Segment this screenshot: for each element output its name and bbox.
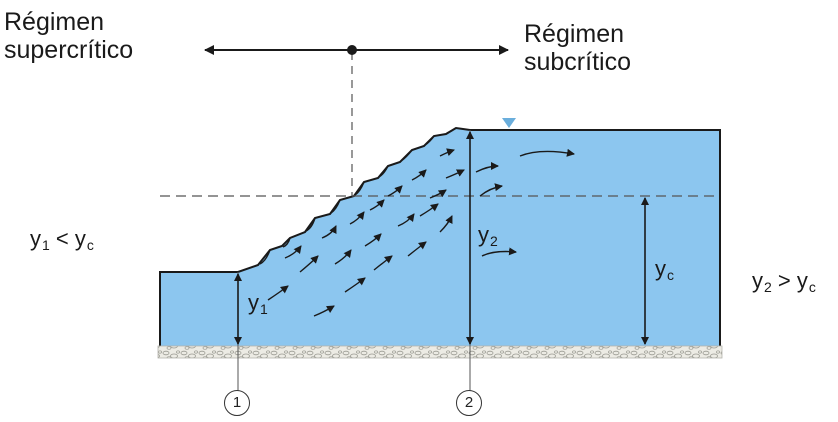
transition-point xyxy=(347,45,357,55)
subcritical-line1: Régimen xyxy=(524,20,625,48)
flow-arrow-icon xyxy=(439,148,455,157)
flow-arrow-icon xyxy=(321,225,337,239)
channel-bed xyxy=(157,345,723,359)
flow-arrow-icon xyxy=(481,247,517,257)
flow-arrow-icon xyxy=(439,215,453,233)
flow-arrows xyxy=(267,148,575,317)
flow-arrow-icon xyxy=(479,183,503,197)
section-2-marker: 2 xyxy=(456,390,482,416)
cond-left-yc-sub: c xyxy=(86,237,94,253)
cond-right-yc-sub: c xyxy=(808,279,816,295)
cond-right-y-sub: 2 xyxy=(764,279,772,295)
cond-right-yc: y xyxy=(796,268,808,293)
flow-arrow-icon xyxy=(429,189,447,199)
right-condition: y2 > yc xyxy=(752,268,816,295)
flow-arrow-icon xyxy=(334,249,352,265)
supercritical-line1: Régimen xyxy=(4,8,105,36)
cond-left-y: y xyxy=(30,226,41,251)
roller-crests xyxy=(259,127,457,265)
flow-arrow-icon xyxy=(284,245,302,259)
flow-arrow-icon xyxy=(519,148,575,157)
cond-right-y: y xyxy=(752,268,763,293)
free-surface-icon xyxy=(502,118,516,128)
flow-arrow-icon xyxy=(267,285,289,301)
label-y1-sub: 1 xyxy=(260,301,268,317)
flow-arrow-icon xyxy=(419,203,439,217)
subcritical-title: Régimen subcrítico xyxy=(524,20,631,76)
flow-arrow-icon xyxy=(397,213,415,227)
label-y1: y1 xyxy=(248,290,268,317)
label-yc-sub: c xyxy=(667,267,674,283)
flow-arrow-icon xyxy=(387,185,403,197)
flow-arrow-icon xyxy=(299,255,319,273)
flow-arrow-icon xyxy=(475,162,499,173)
flow-arrow-icon xyxy=(373,255,393,271)
water-body xyxy=(160,128,720,346)
cond-left-op: < xyxy=(49,226,75,251)
supercritical-line2: supercrítico xyxy=(4,36,134,64)
flow-arrow-icon xyxy=(369,199,385,211)
supercritical-title: Régimen supercrítico xyxy=(4,8,133,64)
label-yc-sym: y xyxy=(655,256,666,281)
subcritical-line2: subcrítico xyxy=(524,48,631,76)
cond-left-y-sub: 1 xyxy=(42,237,50,253)
section-1-marker: 1 xyxy=(224,390,250,416)
flow-arrow-icon xyxy=(313,305,335,317)
cond-left-yc: y xyxy=(74,226,86,251)
flow-arrow-icon xyxy=(407,241,427,257)
cond-right-op: > xyxy=(771,268,797,293)
flow-arrow-icon xyxy=(411,169,427,181)
flow-arrow-icon xyxy=(364,233,382,247)
flow-arrow-icon xyxy=(349,211,365,225)
label-y2-sub: 2 xyxy=(490,233,498,249)
label-y1-sym: y xyxy=(248,290,259,315)
label-yc: yc xyxy=(655,256,674,283)
flow-arrow-icon xyxy=(344,277,366,293)
label-y2-sym: y xyxy=(478,222,489,247)
flow-arrow-icon xyxy=(445,169,465,179)
label-y2: y2 xyxy=(478,222,498,249)
left-condition: y1 < yc xyxy=(30,226,94,253)
